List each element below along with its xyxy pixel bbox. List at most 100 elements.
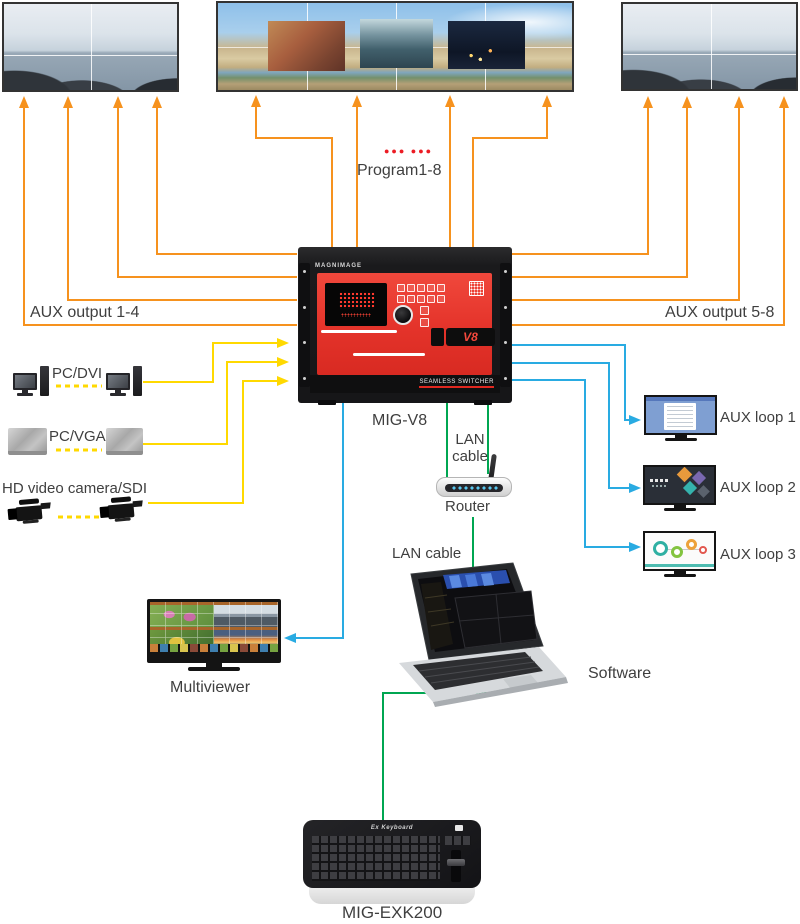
switcher-small-button — [420, 318, 429, 327]
video-wall-left — [2, 2, 179, 92]
keyboard-fader — [447, 850, 465, 882]
software-label: Software — [588, 665, 652, 682]
arrow-program-4 — [472, 95, 552, 247]
lcd-dot-matrix-row — [341, 313, 371, 317]
pc-monitor — [13, 373, 37, 390]
cable-laptop-keyboard — [382, 692, 495, 824]
badge-text: V8 — [463, 330, 478, 344]
aux-loop-1-screen — [644, 395, 717, 435]
arrow-aux-loop-1 — [512, 344, 641, 425]
arrow-program-1 — [251, 95, 333, 247]
grid-line — [623, 54, 796, 55]
router-leds — [451, 486, 499, 490]
laptop-front-edge — [433, 677, 568, 707]
keyboard-name-label: MIG-EXK200 — [342, 903, 443, 922]
arrow-aux-output-2 — [63, 96, 297, 301]
switcher-small-button — [420, 306, 429, 315]
video-wall-center — [216, 1, 574, 92]
control-keyboard: Ex Keyboard — [303, 820, 481, 906]
switcher-knob — [393, 305, 413, 325]
arrow-aux-output-3 — [113, 96, 297, 278]
pc-vga-icon-2 — [106, 428, 143, 455]
software-button-grid — [421, 582, 453, 650]
arrow-aux-output-5 — [512, 96, 653, 255]
aux-loop-1-label: AUX loop 1 — [720, 409, 796, 426]
switcher-front-panel: V8 — [317, 273, 495, 375]
pc-tower — [133, 366, 142, 396]
aux-loop-2-label: AUX loop 2 — [720, 479, 796, 496]
aux-loop-2-monitor — [643, 465, 716, 511]
panel-stripe — [353, 353, 425, 356]
arrow-input-pc-dvi — [143, 338, 289, 383]
keyboard-extra-keys — [445, 836, 471, 845]
keyboard-brand: Ex Keyboard — [370, 825, 414, 831]
lan-cable-top-label: LAN cable — [452, 431, 488, 466]
program-dots: ●●● ●●● — [384, 146, 434, 156]
grid-line — [4, 55, 177, 56]
arrow-input-pc-vga — [143, 357, 289, 445]
grid-line — [711, 4, 712, 89]
arrow-aux-output-1 — [19, 96, 297, 326]
arrow-aux-output-7 — [512, 96, 744, 301]
pip-window-canyon — [360, 19, 433, 68]
pc-vga-icon-1 — [8, 428, 47, 455]
arrow-aux-loop-3 — [512, 379, 641, 552]
arrow-multiviewer — [284, 403, 344, 643]
panel-stripe — [321, 330, 397, 333]
aux-loop-3-screen — [643, 531, 716, 571]
keyboard-key-grid — [312, 836, 440, 881]
grid-line — [91, 4, 92, 90]
program-label: Program1-8 — [357, 162, 442, 179]
aux-loop-3-label: AUX loop 3 — [720, 546, 796, 563]
switcher-brand: MAGNIMAGE — [315, 263, 362, 269]
laptop-icon — [399, 562, 568, 707]
switcher-bottom-strip: SEAMLESS SWITCHER — [310, 375, 500, 393]
hd-camera-label: HD video camera/SDI — [2, 480, 148, 497]
lcd-dot-matrix — [339, 292, 375, 309]
aux-output-right-label: AUX output 5-8 — [665, 304, 775, 321]
pc-dvi-icon-2 — [106, 366, 142, 398]
video-wall-right — [621, 2, 798, 91]
multiviewer-quadrant-1 — [150, 602, 214, 627]
pc-tower — [40, 366, 49, 396]
software-panels — [454, 590, 538, 649]
arrow-aux-loop-2 — [512, 362, 641, 493]
arrow-aux-output-4 — [152, 96, 297, 255]
pip-window-city — [268, 21, 345, 71]
pc-vga-label: PC/VGA — [49, 428, 106, 445]
aux-loop-3-monitor — [643, 531, 716, 577]
router-face — [445, 484, 503, 492]
router-icon — [436, 477, 512, 497]
switcher-name-label: MIG-V8 — [372, 412, 428, 429]
multiviewer-gridlines — [150, 602, 278, 652]
rack-ear-left — [299, 263, 310, 387]
video-camera-icon-1 — [7, 495, 58, 532]
multiviewer-bezel — [147, 599, 281, 663]
aux-loop-2-screen — [643, 465, 716, 505]
lan-cable-bottom-label: LAN cable — [392, 545, 462, 562]
arrow-input-sdi — [148, 376, 289, 504]
multiviewer-tv — [147, 599, 281, 671]
aux-output-left-label: AUX output 1-4 — [30, 304, 140, 321]
arrow-aux-output-8 — [512, 96, 789, 326]
switcher-grid-icon — [469, 281, 484, 296]
pip-window-night-city — [448, 21, 525, 69]
multiviewer-quadrant-2 — [214, 602, 278, 627]
pc-dvi-icon-1 — [13, 366, 49, 398]
mig-v8-switcher: MAGNIMAGE V8 SEAMLESS SWITCHER — [298, 247, 512, 405]
aux-loop-1-monitor — [644, 395, 717, 441]
switcher-button-grid — [396, 283, 450, 305]
rack-ear-right — [500, 263, 511, 387]
switcher-v8-badge: V8 — [431, 328, 495, 346]
pc-monitor — [106, 373, 130, 390]
keyboard-logo-icon — [455, 825, 463, 831]
arrow-aux-output-6 — [512, 96, 692, 278]
switcher-lcd-screen — [325, 283, 387, 326]
video-camera-icon-2 — [99, 493, 150, 530]
router-label: Router — [445, 498, 491, 515]
multiviewer-thumbnail-strip — [150, 644, 278, 652]
switcher-tagline: SEAMLESS SWITCHER — [419, 379, 494, 388]
keyboard-top: Ex Keyboard — [303, 820, 481, 888]
